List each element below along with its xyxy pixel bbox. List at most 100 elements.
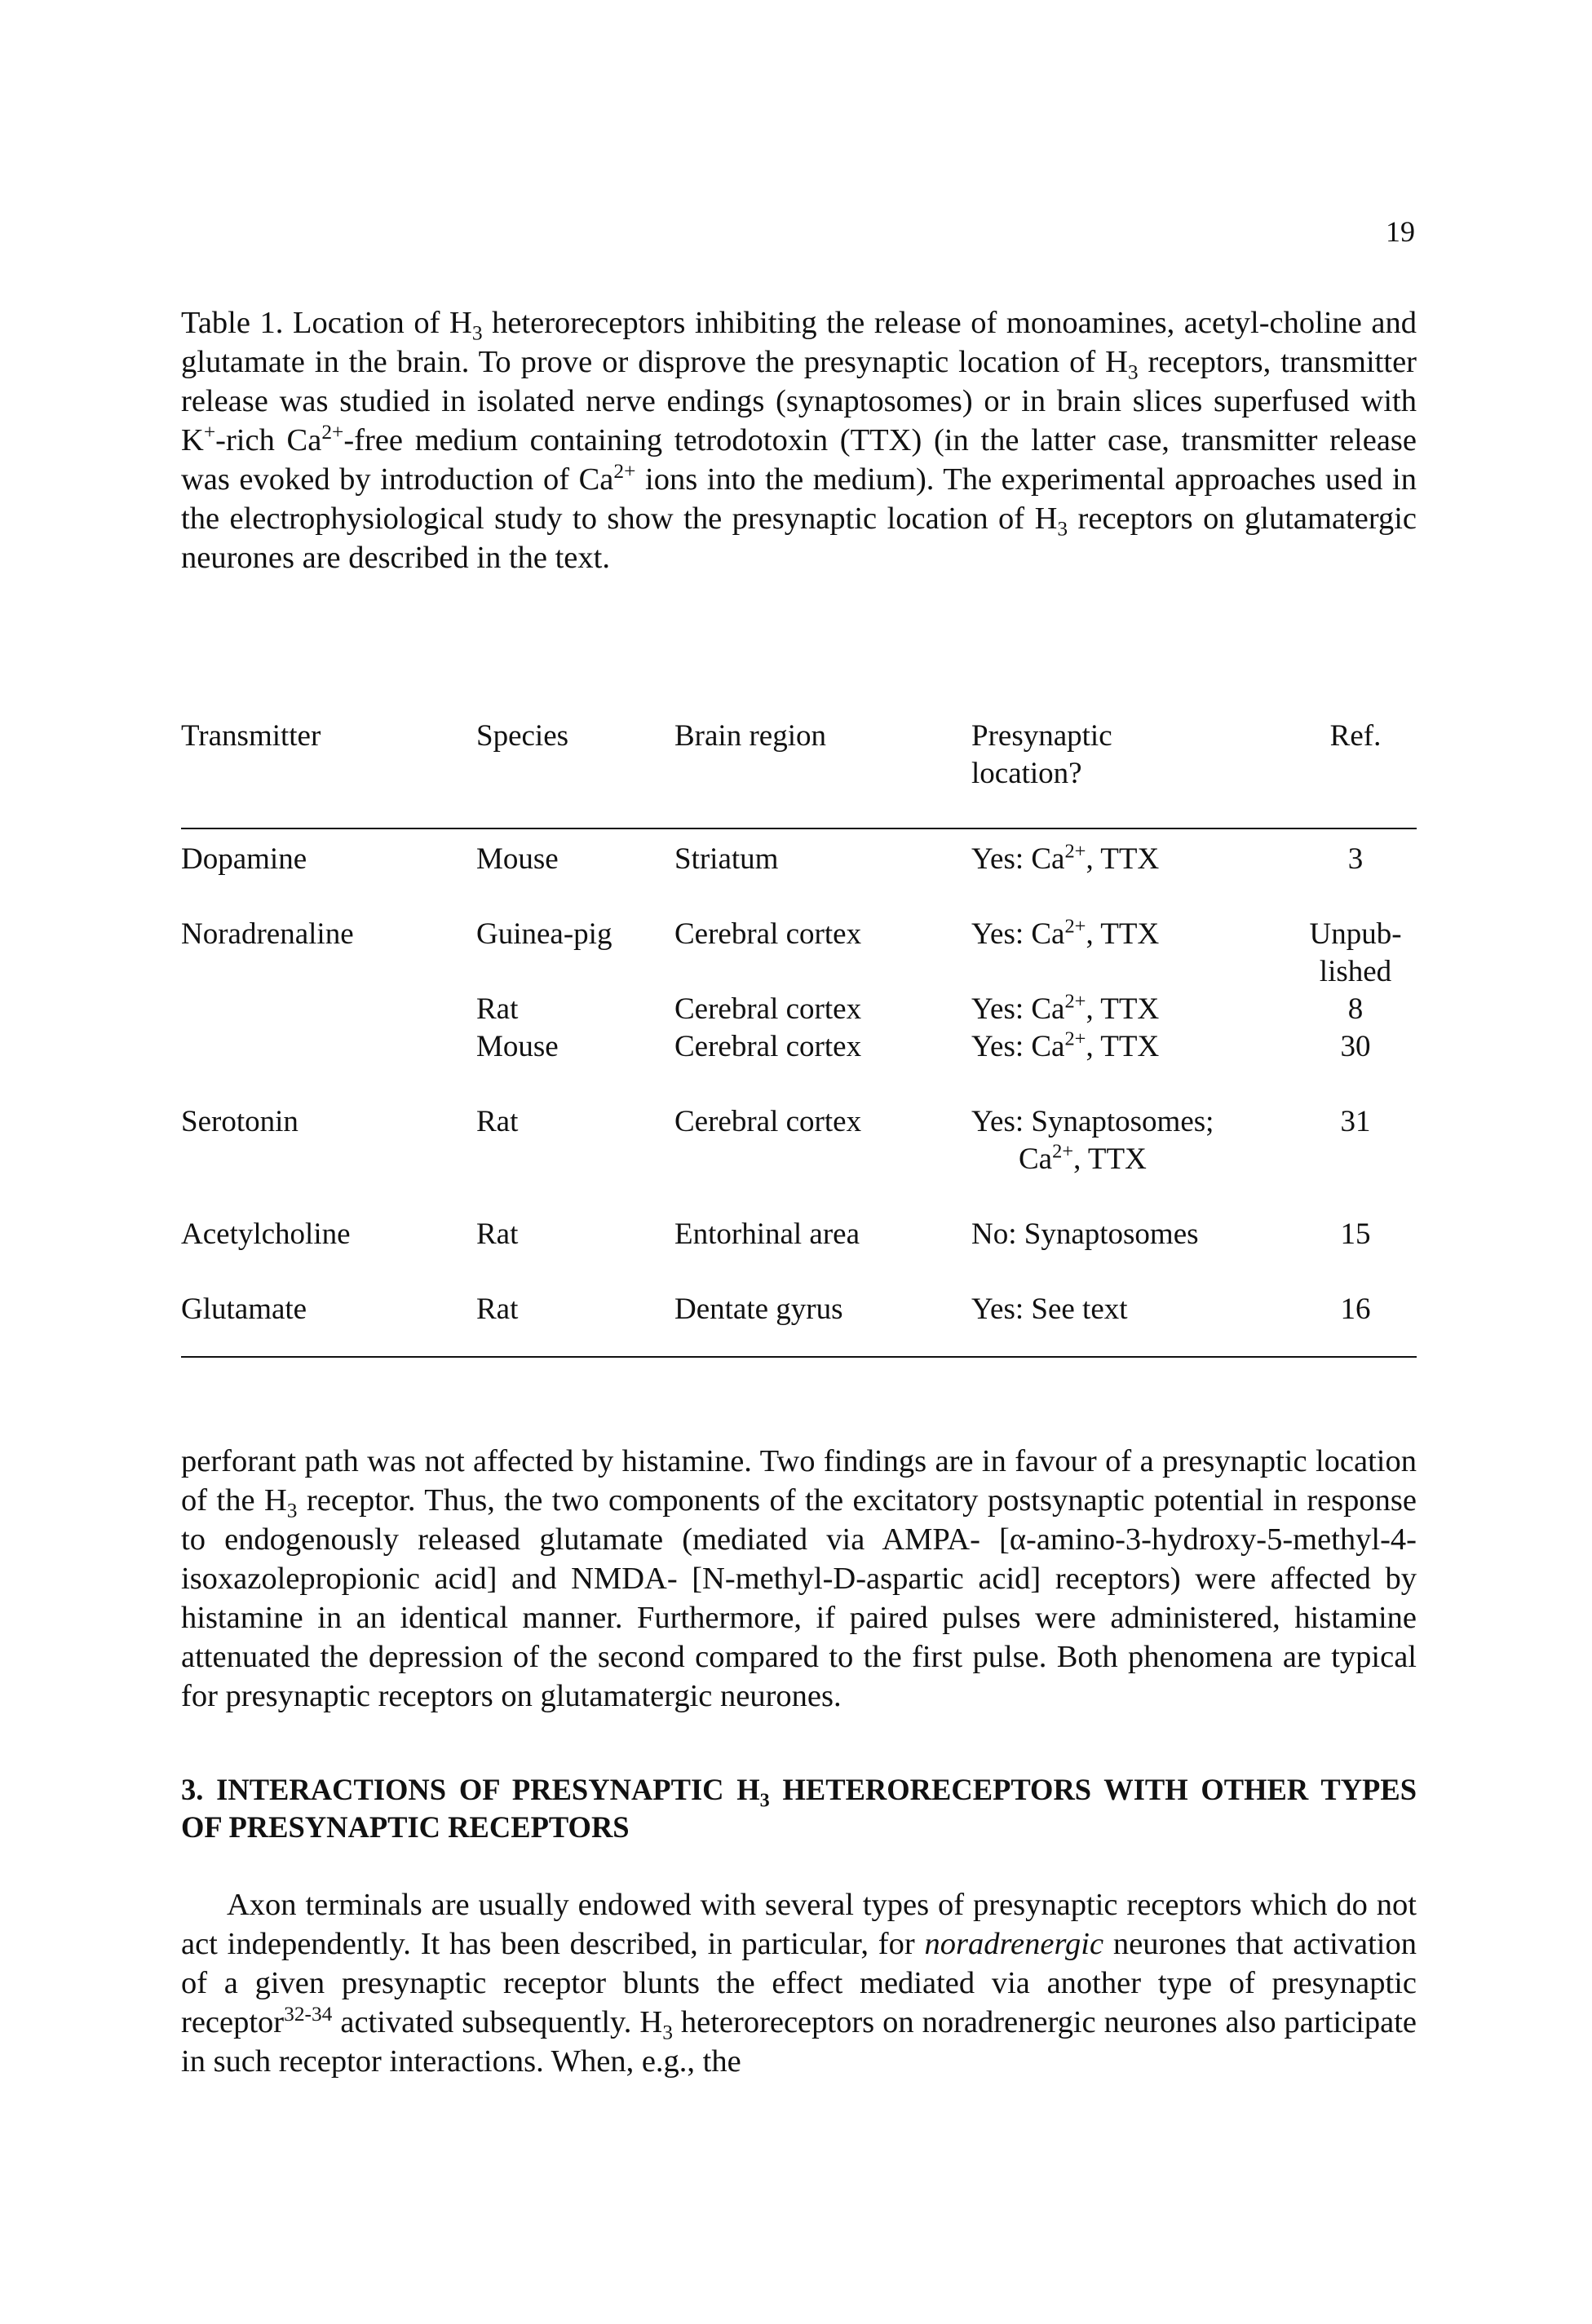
cell-presynaptic-line2: Ca2+, TTX <box>971 1141 1294 1178</box>
caption-text: -rich Ca <box>215 423 322 457</box>
cell-transmitter: Dopamine <box>181 842 307 876</box>
cell-transmitter <box>181 1028 476 1066</box>
cell-presynaptic: Yes: Ca2+, TTX <box>971 878 1294 991</box>
table-row: Serotonin Rat Cerebral cortex Yes: Synap… <box>181 1066 1417 1178</box>
paragraph-text: Axon terminals are usually endowed with … <box>181 1888 1417 1961</box>
table-row: Glutamate Rat Dentate gyrus Yes: See tex… <box>181 1253 1417 1358</box>
subscript: 3 <box>662 2021 673 2044</box>
cell-presynaptic-text: Yes: Ca <box>971 992 1065 1026</box>
header-presynaptic-line1: Presynaptic <box>971 719 1112 753</box>
section-paragraph: Axon terminals are usually endowed with … <box>181 1885 1417 2081</box>
paragraph-continued: perforant path was not affected by hista… <box>181 1442 1417 1716</box>
cell-presynaptic-text: Yes: Synaptosomes; <box>971 1105 1214 1138</box>
cell-species: Mouse <box>476 842 559 876</box>
cell-presynaptic: No: Synaptosomes <box>971 1217 1199 1251</box>
cell-ref: 8 <box>1347 992 1364 1026</box>
cell-species: Rat <box>476 1253 674 1358</box>
cell-presynaptic: Yes: Synaptosomes;Ca2+, TTX <box>971 1066 1294 1178</box>
cell-brain-region: Cerebral cortex <box>674 1030 862 1063</box>
table-caption: Table 1. Location of H3 heteroreceptors … <box>181 303 1417 577</box>
cell-presynaptic: Yes: See text <box>971 1253 1294 1358</box>
subscript: 3 <box>759 1790 770 1812</box>
cell-transmitter: Serotonin <box>181 1105 298 1138</box>
caption-text: Location of H <box>283 306 472 340</box>
cell-presynaptic-tail: , TTX <box>1086 992 1160 1026</box>
cell-presynaptic: Yes: Ca2+, TTX <box>971 991 1294 1028</box>
table-row: Dopamine Mouse Striatum Yes: Ca2+, TTX 3 <box>181 828 1417 878</box>
subscript: 3 <box>1057 517 1068 541</box>
cell-species: Rat <box>476 1217 519 1251</box>
cell-presynaptic: Yes: Ca2+, TTX <box>971 1028 1294 1066</box>
cell-transmitter: Acetylcholine <box>181 1217 351 1251</box>
header-brain-region: Brain region <box>674 718 971 829</box>
subscript: 3 <box>1127 360 1139 384</box>
page-number: 19 <box>1386 215 1415 248</box>
superscript: 2+ <box>1064 1027 1086 1050</box>
header-transmitter: Transmitter <box>181 718 476 829</box>
paragraph-text: activated subsequently. H <box>332 2005 663 2039</box>
cell-presynaptic-tail: , TTX <box>1073 1142 1147 1176</box>
cell-presynaptic-text: Ca <box>1019 1142 1053 1176</box>
superscript: 2+ <box>1052 1140 1074 1163</box>
cell-ref-line2: lished <box>1319 955 1392 988</box>
table-row: Mouse Cerebral cortex Yes: Ca2+, TTX 30 <box>181 1028 1417 1066</box>
table-row: Noradrenaline Guinea-pig Cerebral cortex… <box>181 878 1417 991</box>
cell-presynaptic-text: Yes: Ca <box>971 1030 1065 1063</box>
cell-ref: 30 <box>1340 1030 1371 1063</box>
cell-species: Rat <box>476 1105 519 1138</box>
header-presynaptic-line2: location? <box>971 757 1082 790</box>
caption-text: heteroreceptors inhibiting the release o… <box>181 306 1417 379</box>
h3-heteroreceptor-table: Transmitter Species Brain region Presyna… <box>181 718 1417 1358</box>
cell-brain-region: Entorhinal area <box>674 1217 860 1251</box>
table-row: Rat Cerebral cortex Yes: Ca2+, TTX 8 <box>181 991 1417 1028</box>
caption-text: receptors on glutamatergic neurones are … <box>181 501 1417 575</box>
paragraph-text: receptor. Thus, the two components of th… <box>181 1483 1417 1713</box>
cell-ref: 16 <box>1294 1253 1417 1358</box>
cell-transmitter <box>181 991 476 1028</box>
cell-presynaptic-text: Yes: Ca <box>971 917 1065 951</box>
cell-presynaptic-tail: , TTX <box>1086 1030 1160 1063</box>
subscript: 3 <box>471 321 483 345</box>
cell-brain-region: Dentate gyrus <box>674 1253 971 1358</box>
cell-ref: Unpub-lished <box>1294 878 1417 991</box>
subscript: 3 <box>286 1499 298 1522</box>
section-heading: 3. INTERACTIONS OF PRESYNAPTIC H3 HETERO… <box>181 1771 1417 1846</box>
cell-transmitter: Noradrenaline <box>181 917 354 951</box>
caption-text: -free medium containing tetrodotoxin (TT… <box>181 423 1417 497</box>
cell-transmitter: Glutamate <box>181 1253 476 1358</box>
cell-species: Rat <box>476 992 519 1026</box>
cell-presynaptic-text: Yes: Ca <box>971 842 1065 876</box>
cell-brain-region: Striatum <box>674 842 779 876</box>
table-block: Transmitter Species Brain region Presyna… <box>181 718 1417 1358</box>
cell-ref: 15 <box>1340 1217 1371 1251</box>
cell-species: Guinea-pig <box>476 917 612 951</box>
cell-species: Mouse <box>476 1030 559 1063</box>
table-header-row: Transmitter Species Brain region Presyna… <box>181 718 1417 829</box>
cell-brain-region: Cerebral cortex <box>674 992 862 1026</box>
cell-ref-line1: Unpub- <box>1309 917 1402 951</box>
superscript: + <box>203 421 216 444</box>
table-row: Acetylcholine Rat Entorhinal area No: Sy… <box>181 1178 1417 1253</box>
heading-text: HETERORECEPTORS WITH OTHER TYPES OF PRES… <box>181 1773 1417 1844</box>
cell-ref: 3 <box>1347 842 1364 876</box>
superscript: 2+ <box>321 421 344 444</box>
superscript: 2+ <box>1064 915 1086 938</box>
cell-brain-region: Cerebral cortex <box>674 917 862 951</box>
emphasis-text: noradrenergic <box>924 1927 1104 1961</box>
cell-ref: 31 <box>1340 1105 1371 1138</box>
paragraph-text: perforant path was not affected by hista… <box>181 1444 1417 1518</box>
superscript: 2+ <box>1064 990 1086 1013</box>
cell-presynaptic: Yes: Ca2+, TTX <box>971 828 1294 878</box>
paragraph-text: heteroreceptors on noradrenergic neurone… <box>181 2005 1417 2079</box>
header-species: Species <box>476 718 674 829</box>
header-ref: Ref. <box>1294 718 1417 829</box>
cell-presynaptic-tail: , TTX <box>1086 842 1160 876</box>
caption-text: ions into the medium). The experimental … <box>181 462 1417 536</box>
header-presynaptic-location: Presynaptic location? <box>971 718 1294 829</box>
heading-text: 3. INTERACTIONS OF PRESYNAPTIC H <box>181 1773 760 1806</box>
caption-label: Table 1. <box>181 306 284 340</box>
cell-brain-region: Cerebral cortex <box>674 1105 862 1138</box>
cell-presynaptic-tail: , TTX <box>1086 917 1160 951</box>
caption-text: receptors, transmitter release was studi… <box>181 345 1417 457</box>
paragraph-text: neurones that activation of a given pres… <box>181 1927 1417 2039</box>
